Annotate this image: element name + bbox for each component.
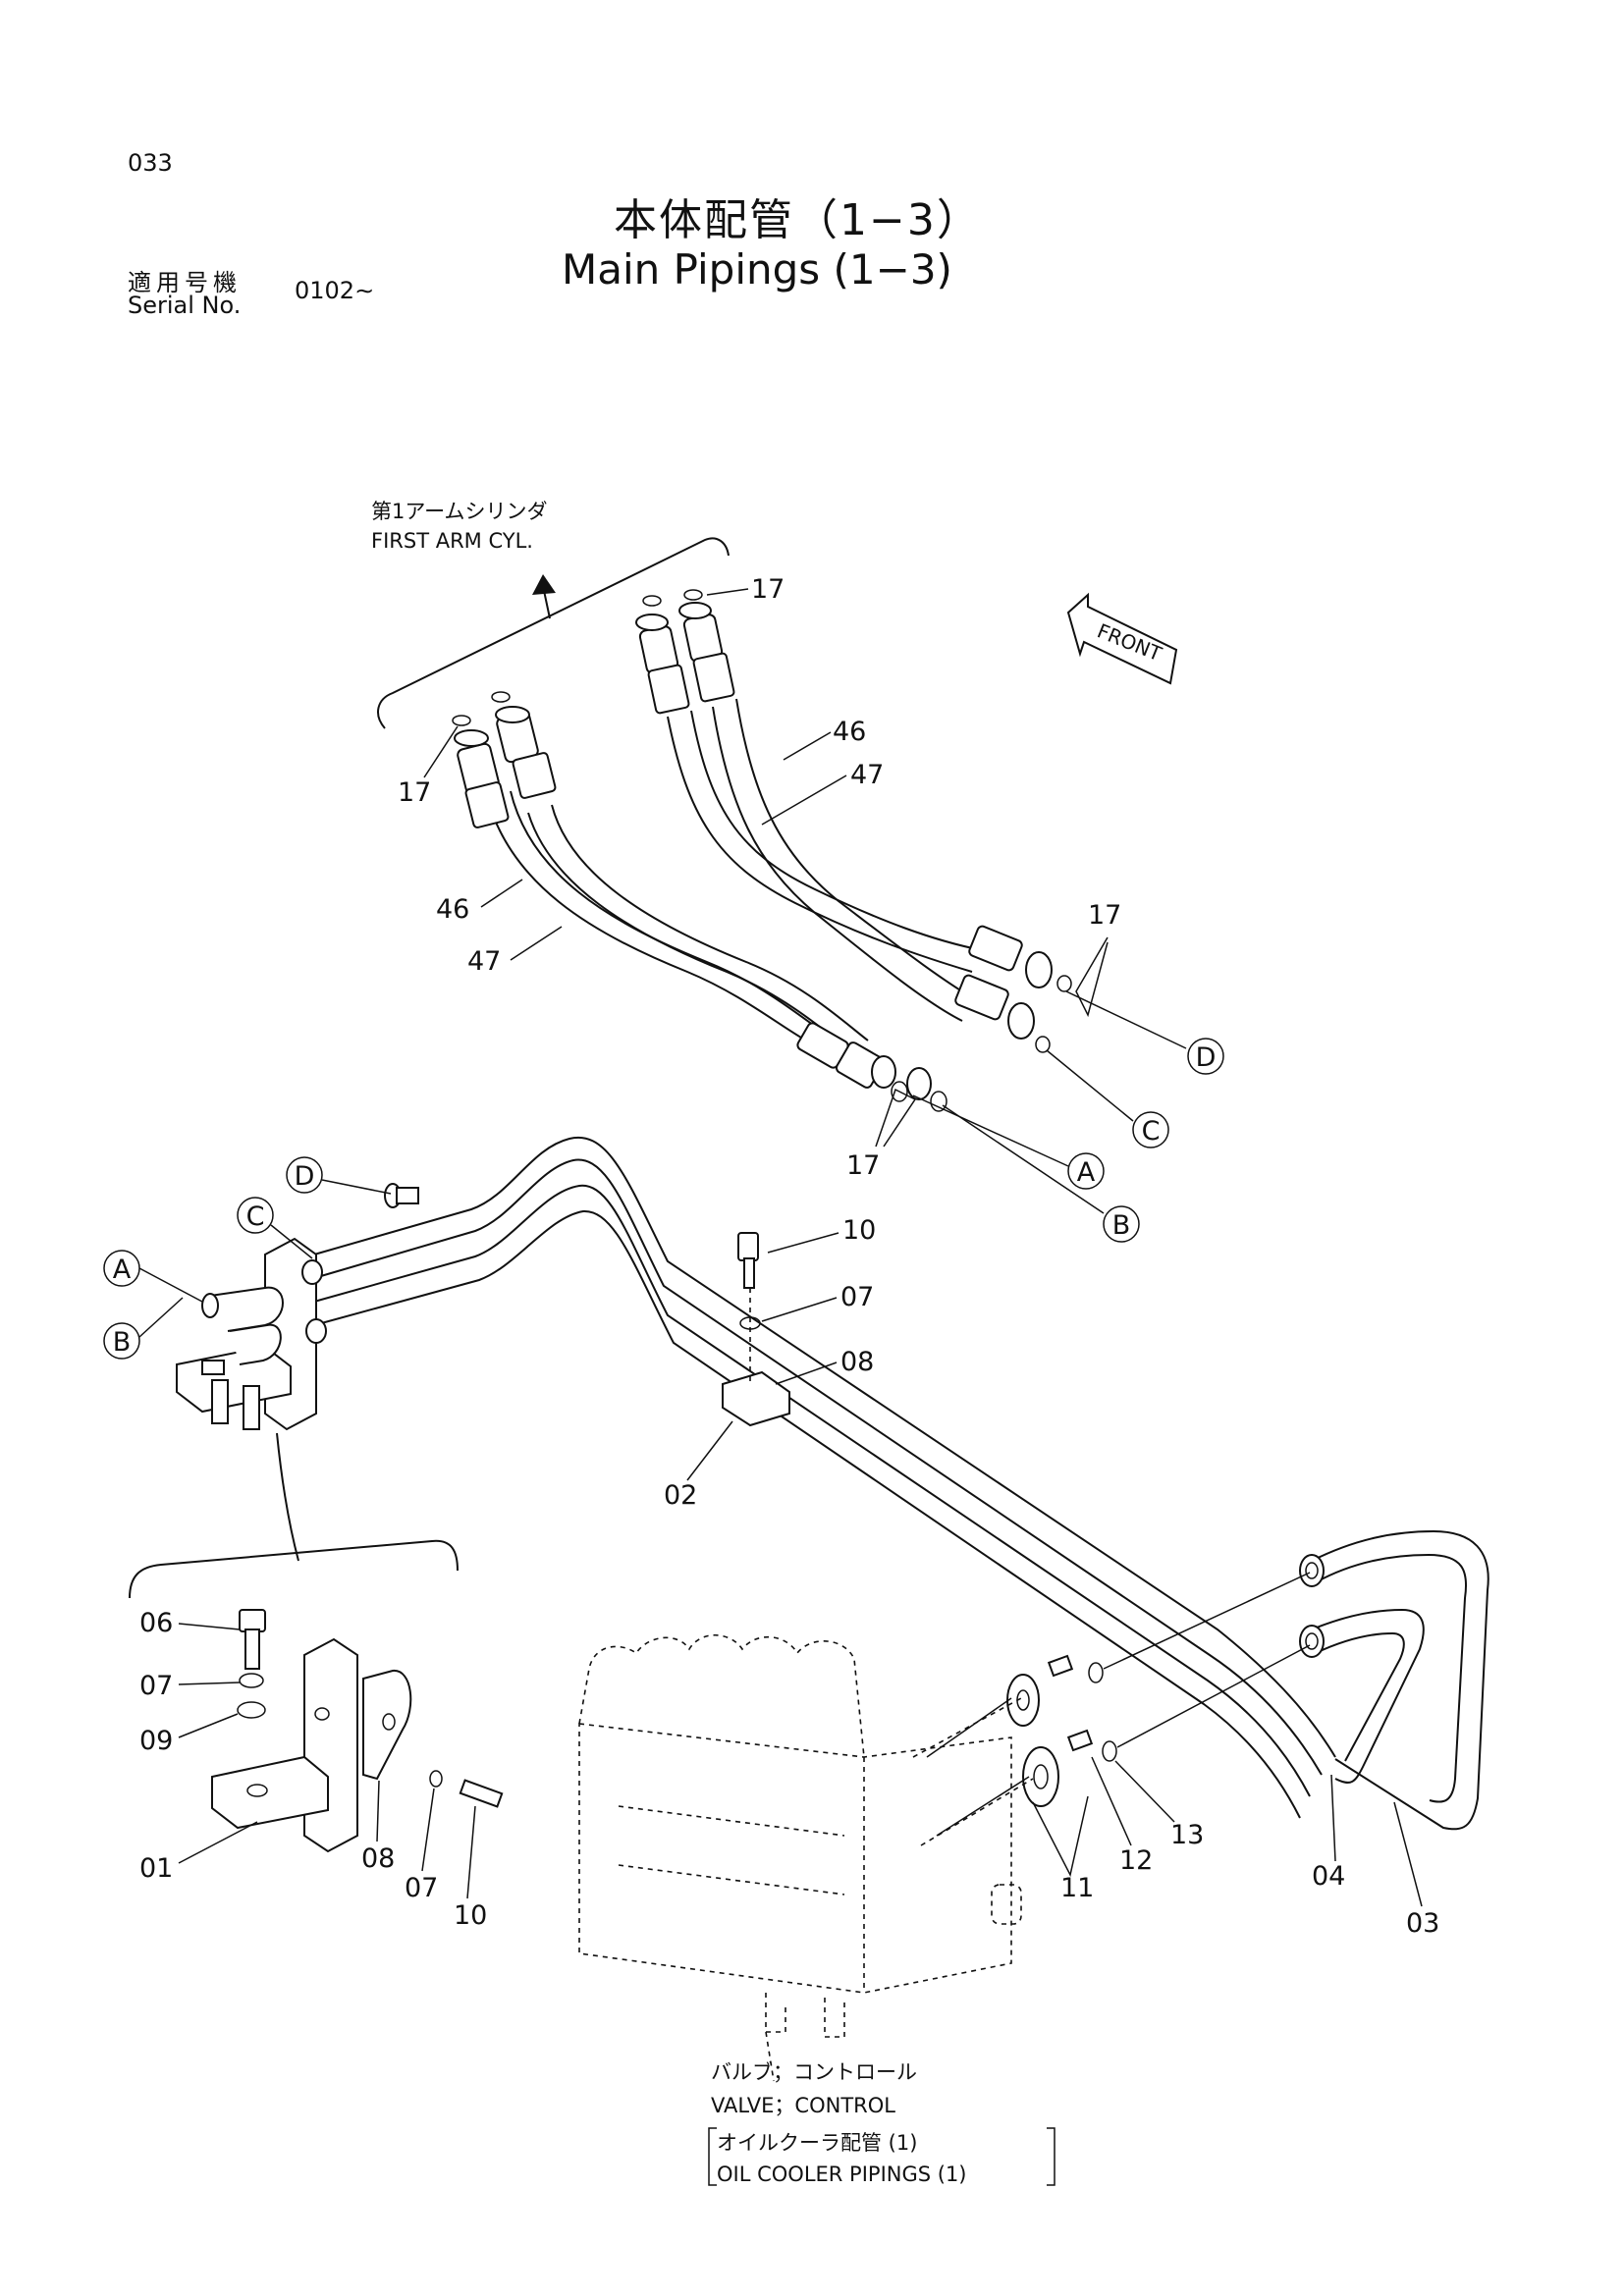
page-title-jp: 本体配管（1−3）	[614, 195, 982, 245]
part-label-10-upper: 10	[842, 1215, 876, 1246]
part-label-47-left: 47	[467, 946, 501, 977]
page-title-en: Main Pipings (1−3)	[562, 245, 952, 294]
part-label-17-right: 17	[1088, 900, 1121, 931]
svg-text:B: B	[113, 1327, 132, 1358]
part-label-46-left: 46	[436, 894, 469, 925]
arm-cylinder-callout: 第1アームシリンダ FIRST ARM CYL.	[371, 500, 730, 729]
part-label-46-right: 46	[833, 717, 866, 747]
bracket-left	[708, 2127, 717, 2186]
svg-text:C: C	[1142, 1116, 1161, 1147]
svg-text:D: D	[295, 1161, 315, 1192]
circle-c-lower: C	[237, 1197, 313, 1259]
part-label-11: 11	[1060, 1873, 1094, 1903]
serial-label-jp: 適用号機	[128, 269, 242, 296]
svg-text:B: B	[1112, 1210, 1131, 1241]
bracket-right	[1047, 2127, 1056, 2186]
arm-cyl-label-en: FIRST ARM CYL.	[371, 529, 533, 553]
circle-c-upper: C	[1132, 1111, 1169, 1148]
svg-text:D: D	[1196, 1042, 1217, 1073]
circle-a-lower: A	[103, 1250, 203, 1303]
part-label-07-left: 07	[139, 1671, 173, 1701]
part-label-06: 06	[139, 1608, 173, 1638]
main-pipes	[313, 1136, 1489, 1831]
valve-label-jp: バルブ；コントロール	[711, 2060, 917, 2084]
circle-b-upper: B	[1103, 1205, 1140, 1243]
part-label-10-lower: 10	[454, 1900, 487, 1931]
hose-pair-right	[635, 589, 1072, 1053]
flange-fittings	[926, 1572, 1311, 1837]
svg-text:C: C	[246, 1201, 265, 1232]
front-label: FRONT	[1094, 618, 1165, 666]
part-label-17-left: 17	[398, 777, 431, 808]
oil-cooler-label-en: OIL COOLER PIPINGS (1)	[717, 2163, 967, 2186]
part-label-17-top: 17	[751, 574, 785, 605]
part-label-07-lower: 07	[405, 1873, 438, 1903]
part-label-01: 01	[139, 1853, 173, 1884]
part-label-12: 12	[1119, 1845, 1153, 1876]
arrow-up-icon	[532, 574, 556, 595]
hose-pair-left	[452, 691, 947, 1112]
part-label-09: 09	[139, 1726, 173, 1756]
part-label-08-lower: 08	[361, 1843, 395, 1874]
serial-value: 0102∼	[295, 277, 375, 304]
valve-label-en: VALVE；CONTROL	[711, 2094, 895, 2117]
part-label-02: 02	[664, 1480, 697, 1511]
page-number: 033	[128, 149, 173, 177]
circle-b-lower: B	[103, 1297, 184, 1360]
control-valve-dashed	[578, 1634, 1034, 2082]
part-label-03: 03	[1406, 1908, 1439, 1939]
bracket-assembly-upper	[176, 1183, 419, 1562]
part-label-07-upper: 07	[840, 1282, 874, 1312]
svg-text:A: A	[113, 1255, 132, 1285]
part-label-13: 13	[1170, 1820, 1204, 1850]
bracket-detail-lower	[129, 1539, 504, 1853]
part-label-08-upper: 08	[840, 1347, 874, 1377]
arm-cyl-label-jp: 第1アームシリンダ	[371, 500, 547, 523]
part-label-17-lower: 17	[846, 1150, 880, 1181]
front-arrow-icon: FRONT	[1066, 592, 1178, 685]
circle-a-upper: A	[1067, 1152, 1105, 1190]
circle-d-lower: D	[286, 1156, 392, 1195]
circle-d-upper: D	[1187, 1038, 1224, 1075]
svg-text:A: A	[1077, 1157, 1096, 1188]
part-label-47-right: 47	[850, 760, 884, 790]
part-label-04: 04	[1312, 1861, 1345, 1892]
oil-cooler-label-jp: オイルクーラ配管 (1)	[717, 2131, 917, 2155]
serial-label-en: Serial No.	[128, 292, 242, 319]
pipe-clamp	[722, 1232, 790, 1427]
